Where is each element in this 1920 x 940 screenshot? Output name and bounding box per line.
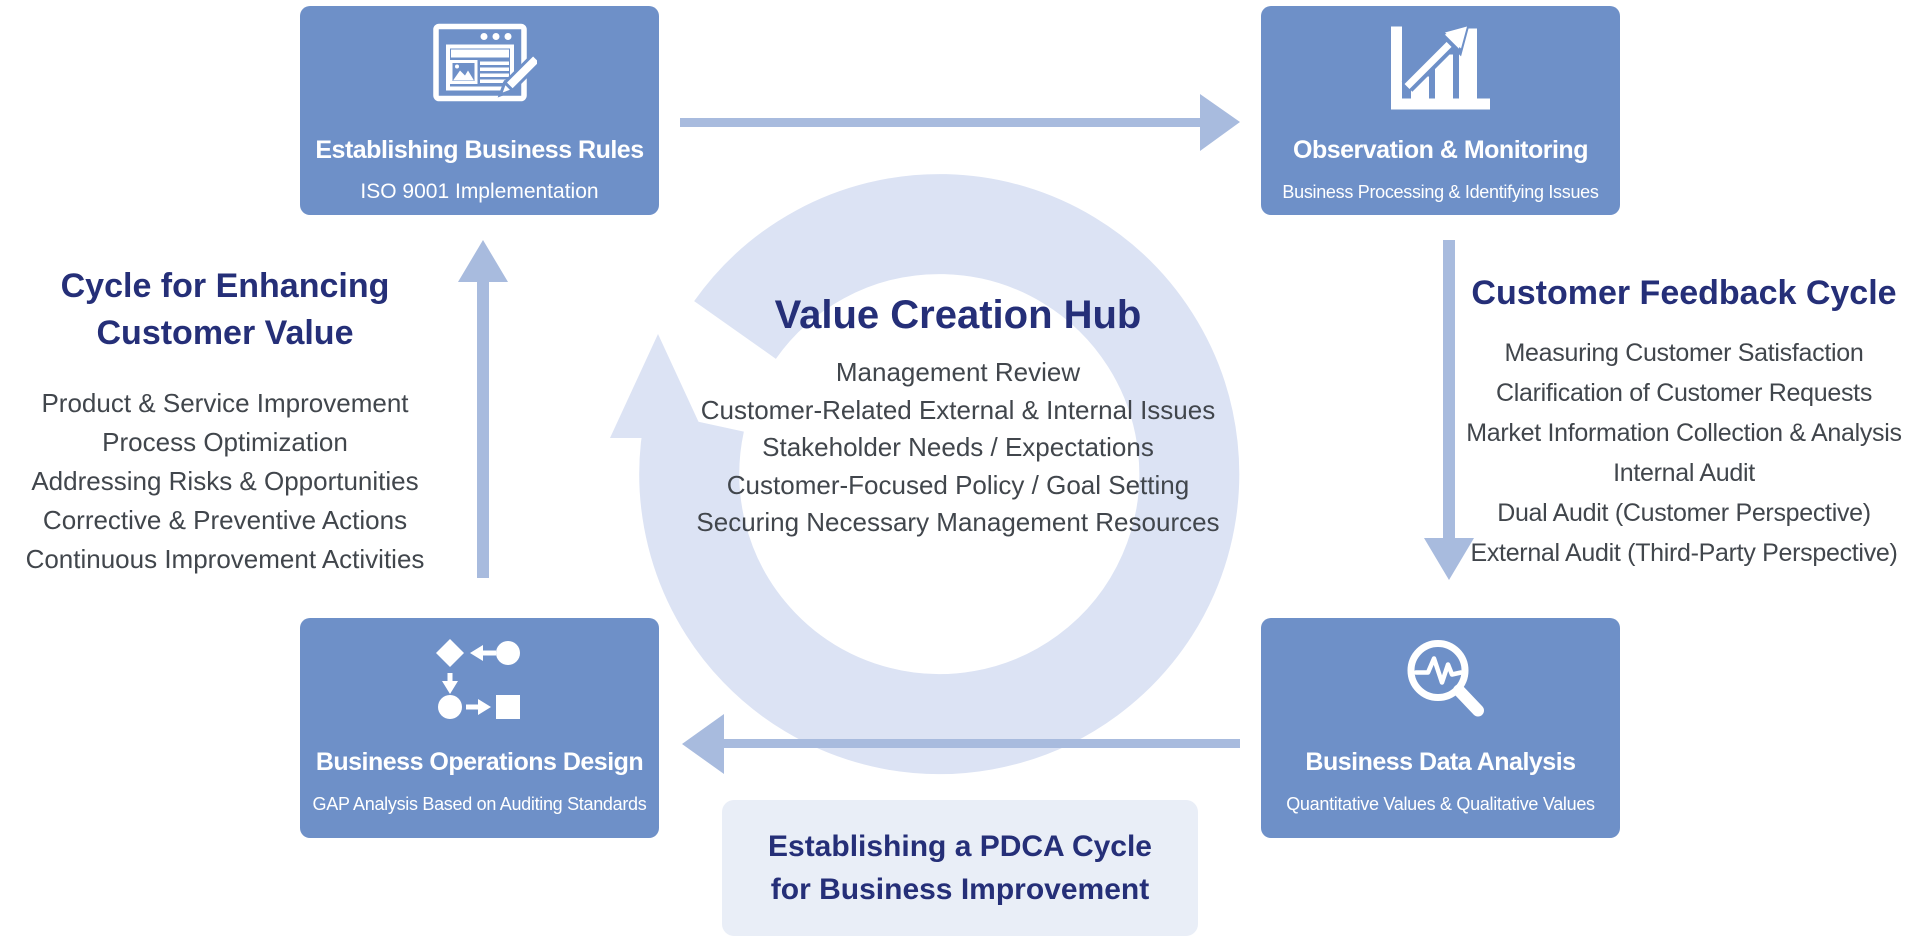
- box-subtitle: Quantitative Values & Qualitative Values: [1286, 794, 1595, 814]
- hub-title: Value Creation Hub: [774, 293, 1142, 337]
- hub-item: Customer-Related External & Internal Iss…: [700, 394, 1216, 425]
- hub-item: Stakeholder Needs / Expectations: [762, 432, 1154, 462]
- document-edit-icon: [300, 20, 659, 116]
- bar-chart-growth-icon: [1261, 20, 1620, 116]
- box-subtitle: GAP Analysis Based on Auditing Standards: [312, 794, 647, 814]
- arrow-top: [680, 94, 1240, 151]
- hub-item: Securing Necessary Management Resources: [696, 507, 1220, 537]
- left-panel-heading: Cycle for Enhancing Customer Value: [15, 263, 435, 357]
- list-item: Measuring Customer Satisfaction: [1504, 339, 1864, 367]
- cycle-ring-arrowhead: [610, 334, 706, 438]
- box-title: Business Data Analysis: [1305, 748, 1576, 776]
- right-panel: Customer Feedback Cycle Measuring Custom…: [1448, 270, 1920, 573]
- list-item: Continuous Improvement Activities: [25, 544, 425, 574]
- list-item: Product & Service Improvement: [41, 388, 409, 418]
- cycle-ring: [639, 174, 1240, 775]
- list-item: Corrective & Preventive Actions: [42, 505, 408, 535]
- right-panel-heading: Customer Feedback Cycle: [1471, 274, 1897, 312]
- pdca-box: Establishing a PDCA Cycle for Business I…: [722, 800, 1198, 936]
- list-item: Process Optimization: [102, 427, 348, 457]
- box-title: Establishing Business Rules: [315, 136, 644, 164]
- flowchart-icon: [300, 632, 659, 724]
- box-subtitle: ISO 9001 Implementation: [360, 180, 599, 203]
- hub-list: Management Review Customer-Related Exter…: [558, 354, 1358, 542]
- list-item: Addressing Risks & Opportunities: [31, 466, 419, 496]
- hub-item: Customer-Focused Policy / Goal Setting: [726, 469, 1190, 500]
- list-item: External Audit (Third-Party Perspective): [1470, 539, 1898, 567]
- hub-item: Management Review: [835, 357, 1081, 387]
- arrow-left: [458, 240, 508, 578]
- box-observation-monitoring: Observation & Monitoring Business Proces…: [1261, 6, 1620, 215]
- pdca-line2: for Business Improvement: [770, 873, 1150, 906]
- list-item: Market Information Collection & Analysis: [1466, 419, 1902, 447]
- box-establishing-business-rules: Establishing Business Rules ISO 9001 Imp…: [300, 6, 659, 215]
- list-item: Dual Audit (Customer Perspective): [1497, 499, 1871, 527]
- magnifier-pulse-icon: [1261, 632, 1620, 728]
- arrow-right: [1424, 240, 1474, 580]
- list-item: Internal Audit: [1613, 459, 1755, 487]
- left-panel-list: Product & Service Improvement Process Op…: [15, 384, 435, 579]
- box-subtitle: Business Processing & Identifying Issues: [1282, 182, 1599, 202]
- pdca-line1: Establishing a PDCA Cycle: [768, 830, 1152, 863]
- center-hub: Value Creation Hub Management Review Cus…: [558, 292, 1358, 542]
- box-business-operations-design: Business Operations Design GAP Analysis …: [300, 618, 659, 838]
- left-panel: Cycle for Enhancing Customer Value Produ…: [15, 263, 435, 579]
- heading-line: Cycle for Enhancing: [60, 267, 390, 305]
- box-title: Business Operations Design: [315, 748, 644, 776]
- arrow-bottom: [682, 714, 1240, 774]
- box-title: Observation & Monitoring: [1293, 136, 1588, 164]
- list-item: Clarification of Customer Requests: [1495, 379, 1873, 407]
- heading-line: Customer Value: [96, 314, 354, 352]
- right-panel-list: Measuring Customer Satisfaction Clarific…: [1448, 333, 1920, 573]
- box-business-data-analysis: Business Data Analysis Quantitative Valu…: [1261, 618, 1620, 838]
